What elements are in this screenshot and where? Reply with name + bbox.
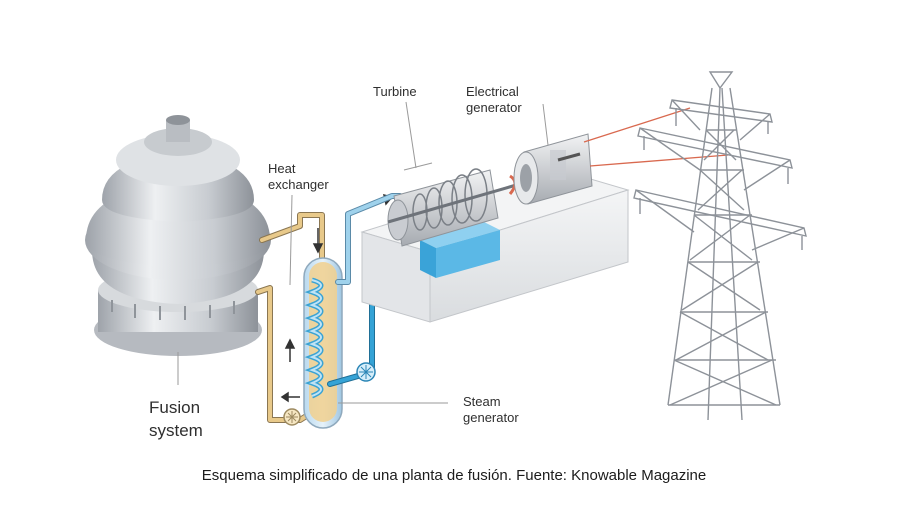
reactor-chimney [166, 120, 190, 142]
fusion-system-label-line1: Fusion [149, 398, 201, 417]
turbine [387, 101, 521, 247]
turbine-label-text: Turbine [373, 84, 417, 99]
reactor-chimney-opening [166, 115, 190, 125]
water-pump [356, 362, 376, 382]
turbine-leader [405, 101, 417, 169]
steam-generator-label-line2: generator [463, 410, 519, 426]
generator-leader [542, 103, 549, 146]
hot-loop-pump [283, 408, 301, 426]
fusion-system-label: Fusion system [149, 397, 203, 443]
heat-exchanger-label-line2: exchanger [268, 177, 329, 193]
heat-exchanger-leader [289, 194, 293, 286]
electrical-generator-label: Electrical generator [466, 84, 522, 117]
figure-caption: Esquema simplificado de una planta de fu… [201, 467, 707, 484]
fusion-reactor [85, 115, 271, 385]
electrical-generator-label-line1: Electrical [466, 84, 519, 99]
transmission-tower [633, 71, 807, 421]
turbine-label: Turbine [373, 84, 417, 100]
power-lines [583, 107, 729, 167]
heat-exchanger-label: Heat exchanger [268, 161, 329, 194]
steam-generator-label: Steam generator [463, 394, 519, 427]
reactor-ports [111, 300, 235, 320]
condenser [420, 222, 500, 278]
fusion-system-label-line2: system [149, 420, 203, 440]
heat-exchanger-label-line1: Heat [268, 161, 296, 176]
steam-generator-label-line1: Steam [463, 394, 501, 409]
electrical-generator-label-line2: generator [466, 100, 522, 116]
electrical-generator [513, 103, 593, 205]
